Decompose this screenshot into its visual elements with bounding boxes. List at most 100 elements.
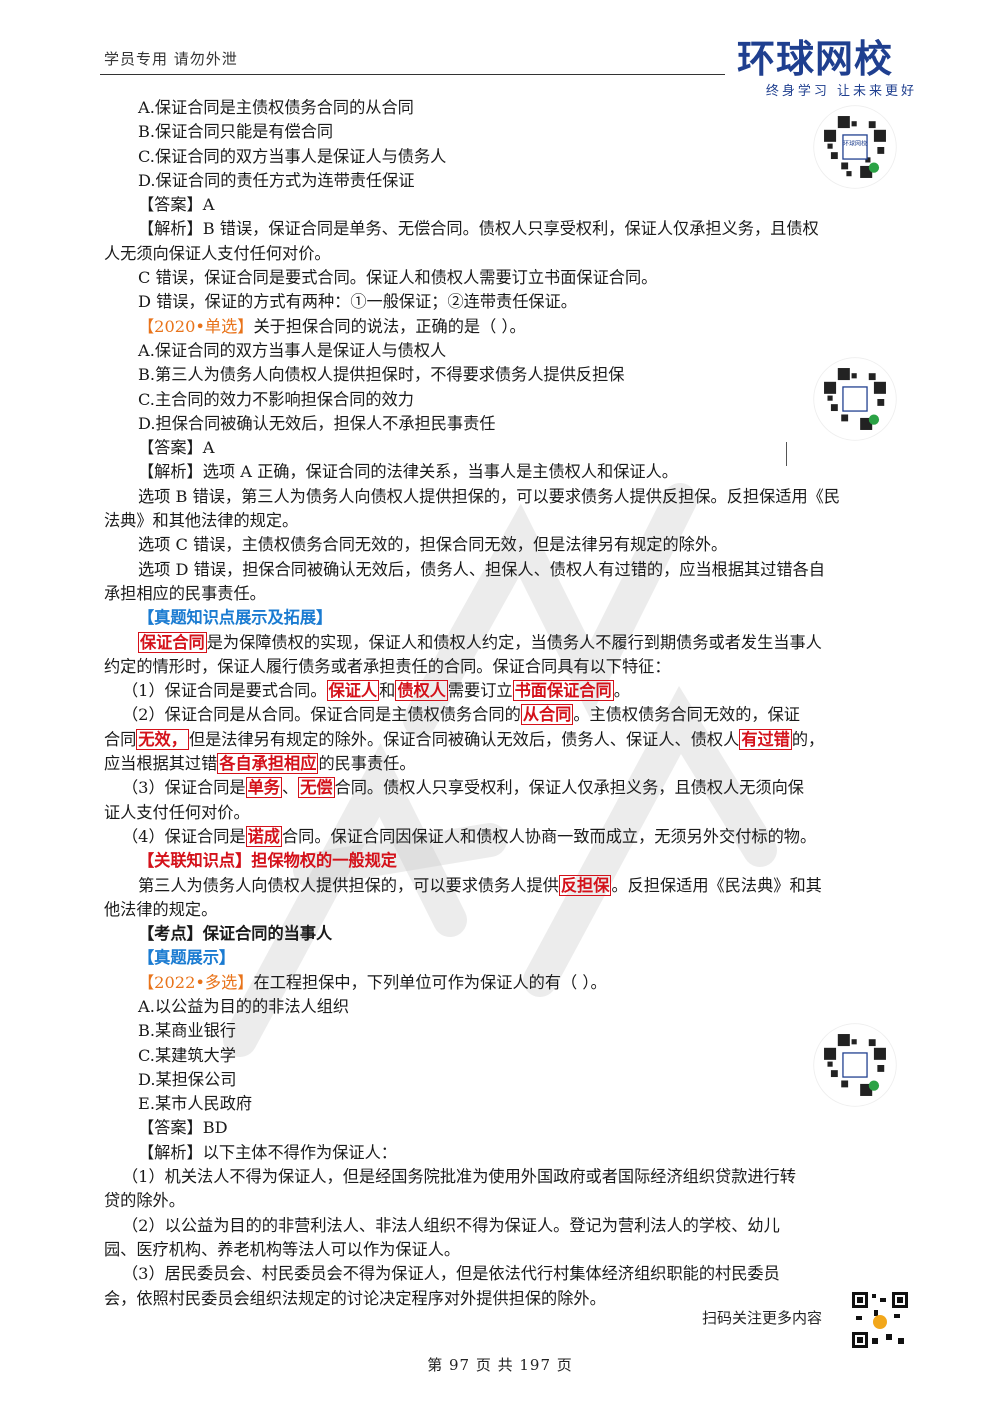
knowledge-text: 但是法律另有规定的除外。保证合同被确认无效后，债务人、保证人、债权人	[188, 729, 740, 749]
feature-3: （3）保证合同是单务、无偿合同。债权人只享受权利，保证人仅承担义务，且债权人无须…	[104, 776, 916, 800]
key-term: 有过错	[739, 728, 792, 750]
q2-option-b: B.第三人为债务人向债权人提供担保时，不得要求债务人提供反担保	[138, 365, 625, 385]
related-text-part: 他法律的规定。	[104, 899, 218, 919]
brand-logo: 环球网校 终身学习 让未来更好	[737, 38, 917, 99]
knowledge-text: 是为保障债权的实现，保证人和债权人约定，当债务人不履行到期债务或者发生当事人	[206, 632, 822, 652]
q3-option-d: D.某担保公司	[138, 1069, 237, 1089]
q2-option-c: C.主合同的效力不影响担保合同的效力	[138, 389, 414, 409]
header-divider	[100, 74, 725, 75]
key-term: 反担保	[558, 874, 612, 896]
q1-option-d: D.保证合同的责任方式为连带责任保证	[138, 170, 415, 190]
qr-code-footer	[850, 1290, 910, 1350]
vertical-divider	[786, 442, 787, 466]
knowledge-heading: 【真题知识点展示及拓展】	[138, 608, 333, 628]
q1-option-a: A.保证合同是主债权债务合同的从合同	[138, 98, 414, 117]
q2-stem: 【2020•单选】关于担保合同的说法，正确的是（ ）。	[104, 315, 916, 339]
q3-stem: 【2022•多选】在工程担保中，下列单位可作为保证人的有（ ）。	[104, 971, 916, 995]
knowledge-text: 的，	[791, 729, 825, 749]
q3-analysis-line: 【解析】以下主体不得作为保证人：	[138, 1142, 397, 1162]
q3-option-b: B.某商业银行	[138, 1021, 236, 1041]
knowledge-text: 的民事责任。	[318, 754, 416, 774]
q3-tag: 【2022•多选】	[138, 972, 254, 992]
knowledge-text: （4）保证合同是	[122, 826, 246, 846]
qr-code-1: 环球网校	[812, 104, 898, 190]
q3-analysis-line: （3）居民委员会、村民委员会不得为保证人，但是依法代行村集体经济组织职能的村民委…	[122, 1264, 780, 1284]
key-term: 无偿	[298, 777, 335, 799]
q3-analysis-line: 园、医疗机构、养老机构等法人可以作为保证人。	[104, 1239, 461, 1259]
q3-analysis-line: （1）机关法人不得为保证人，但是经国务院批准为使用外国政府或者国际经济组织贷款进…	[122, 1167, 796, 1187]
topic-sub-heading: 【真题展示】	[138, 948, 236, 968]
qr-center-label: 环球网校	[843, 139, 867, 147]
feature-1: （1）保证合同是要式合同。保证人和债权人需要订立书面保证合同。	[104, 679, 916, 703]
q2-analysis-line: 选项 C 错误，主债权债务合同无效的，担保合同无效，但是法律另有规定的除外。	[138, 535, 728, 555]
q1-analysis-line: 人无须向保证人支付任何对价。	[104, 243, 331, 263]
q3-stem-text: 在工程担保中，下列单位可作为保证人的有（ ）。	[253, 972, 607, 992]
qr-code-icon: 环球网校	[813, 105, 897, 189]
logo-subtitle: 终身学习 让未来更好	[765, 84, 917, 99]
knowledge-text: 和	[379, 681, 396, 701]
key-term: 保证人	[326, 680, 380, 702]
q1-answer: 【答案】A	[138, 195, 215, 215]
q1-analysis-line: C 错误，保证合同是要式合同。保证人和债权人需要订立书面保证合同。	[138, 268, 658, 288]
q2-answer: 【答案】A	[138, 438, 215, 458]
feature-2-cont: 应当根据其过错各自承担相应的民事责任。	[104, 752, 916, 776]
qr-code-icon	[813, 357, 897, 441]
knowledge-text: 合同。债权人只享受权利，保证人仅承担义务，且债权人无须向保	[334, 778, 804, 798]
q2-stem-text: 关于担保合同的说法，正确的是（ ）。	[253, 316, 526, 336]
related-text: 第三人为债务人向债权人提供担保的，可以要求债务人提供反担保。反担保适用《民法典》…	[104, 874, 916, 898]
knowledge-text: 合同	[104, 729, 137, 749]
q1-analysis-line: D 错误，保证的方式有两种：①一般保证；②连带责任保证。	[138, 292, 577, 312]
q2-analysis-line: 承担相应的民事责任。	[104, 583, 266, 603]
key-term: 各自承担相应	[217, 753, 319, 775]
knowledge-text: 。主债权债务合同无效的，保证	[573, 705, 800, 725]
related-heading: 【关联知识点】担保物权的一般规定	[138, 851, 397, 871]
q1-analysis-line: 【解析】B 错误，保证合同是单务、无偿合同。债权人只享受权利，保证人仅承担义务，…	[138, 219, 819, 239]
footer-scan-text: 扫码关注更多内容	[702, 1309, 823, 1327]
feature-2-cont: 合同无效，但是法律另有规定的除外。保证合同被确认无效后，债务人、保证人、债权人有…	[104, 728, 916, 752]
knowledge-text: （2）保证合同是从合同。保证合同是主债权债务合同的	[122, 705, 521, 725]
header-notice: 学员专用 请勿外泄	[104, 50, 238, 68]
q3-answer: 【答案】BD	[138, 1118, 228, 1138]
knowledge-text: 约定的情形时，保证人履行债务或者承担责任的合同。保证合同具有以下特征：	[104, 656, 671, 676]
key-term: 诺成	[245, 825, 282, 847]
feature-2: （2）保证合同是从合同。保证合同是主债权债务合同的从合同。主债权债务合同无效的，…	[104, 703, 916, 727]
qr-code-icon	[813, 1023, 897, 1107]
knowledge-text: 。	[613, 681, 630, 701]
page-content: A.保证合同是主债权债务合同的从合同 B.保证合同只能是有偿合同 C.保证合同的…	[104, 96, 916, 1311]
q1-option-b: B.保证合同只能是有偿合同	[138, 122, 334, 142]
knowledge-text: 证人支付任何对价。	[104, 802, 250, 822]
key-term: 单务	[245, 777, 282, 799]
q2-analysis-line: 选项 B 错误，第三人为债务人向债权人提供担保的，可以要求债务人提供反担保。反担…	[138, 486, 841, 506]
logo-title: 环球网校	[737, 37, 894, 81]
knowledge-intro: 保证合同是为保障债权的实现，保证人和债权人约定，当债务人不履行到期债务或者发生当…	[104, 631, 916, 655]
q3-analysis-line: 会，依照村民委员会组织法规定的讨论决定程序对外提供担保的除外。	[104, 1288, 606, 1308]
q2-option-d: D.担保合同被确认无效后，担保人不承担民事责任	[138, 413, 496, 433]
q3-analysis-line: （2）以公益为目的的非营利法人、非法人组织不得为保证人。登记为营利法人的学校、幼…	[122, 1215, 780, 1235]
knowledge-text: 合同。保证合同因保证人和债权人协商一致而成立，无须另外交付标的物。	[282, 826, 817, 846]
q2-analysis-line: 选项 D 错误，担保合同被确认无效后，债务人、担保人、债权人有过错的，应当根据其…	[138, 559, 825, 579]
q1-option-c: C.保证合同的双方当事人是保证人与债务人	[138, 146, 447, 166]
q3-option-a: A.以公益为目的的非法人组织	[138, 996, 350, 1016]
q3-option-e: E.某市人民政府	[138, 1094, 253, 1114]
key-term: 书面保证合同	[512, 680, 614, 702]
related-text-part: 。反担保适用《民法典》和其	[611, 875, 822, 895]
key-term: 保证合同	[138, 631, 207, 653]
q2-analysis-line: 法典》和其他法律的规定。	[104, 511, 299, 531]
key-term: 从合同	[520, 704, 574, 726]
q2-tag: 【2020•单选】	[138, 316, 254, 336]
page-number: 第 97 页 共 197 页	[427, 1356, 573, 1374]
qr-code-2	[812, 356, 898, 442]
topic-heading: 【考点】保证合同的当事人	[138, 924, 333, 944]
q2-analysis-line: 【解析】选项 A 正确，保证合同的法律关系，当事人是主债权人和保证人。	[138, 462, 678, 482]
feature-4: （4）保证合同是诺成合同。保证合同因保证人和债权人协商一致而成立，无须另外交付标…	[104, 825, 916, 849]
knowledge-text: （1）保证合同是要式合同。	[122, 681, 327, 701]
key-term: 无效，	[136, 728, 189, 750]
knowledge-text: 需要订立	[447, 681, 513, 701]
q3-analysis-line: 贷的除外。	[104, 1191, 185, 1211]
qr-code-icon	[850, 1290, 910, 1350]
qr-code-3	[812, 1022, 898, 1108]
related-text-part: 第三人为债务人向债权人提供担保的，可以要求债务人提供	[138, 875, 559, 895]
key-term: 债权人	[395, 680, 448, 702]
knowledge-text: （3）保证合同是	[122, 778, 246, 798]
q2-option-a: A.保证合同的双方当事人是保证人与债权人	[138, 340, 447, 360]
